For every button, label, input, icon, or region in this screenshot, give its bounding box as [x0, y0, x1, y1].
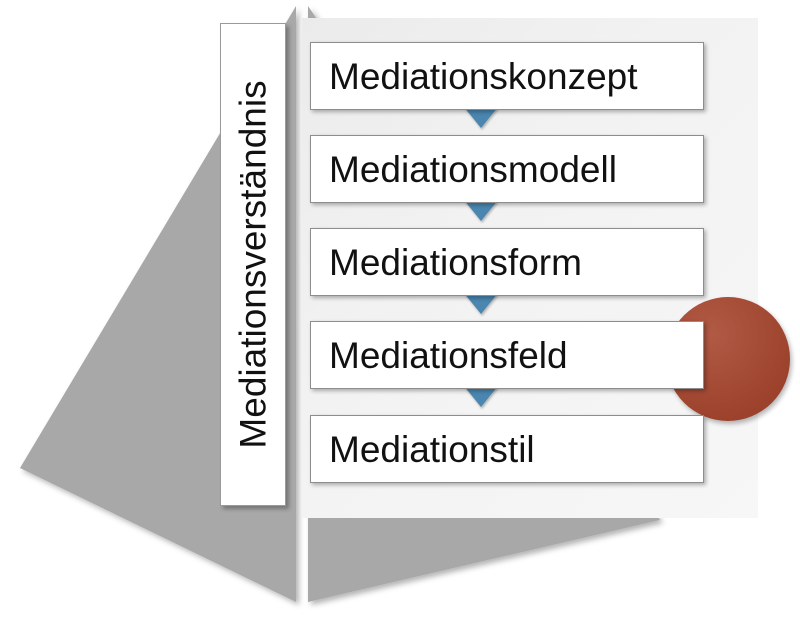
stage-label-mediationsform: Mediationsform [329, 241, 582, 283]
stage-label-mediationsmodell: Mediationsmodell [329, 148, 617, 190]
stage-box-mediationstil[interactable]: Mediationstil [310, 415, 704, 483]
stage-label-mediationskonzept: Mediationskonzept [329, 55, 638, 97]
arrow-feld-to-stil [464, 386, 498, 407]
arrow-form-to-feld [464, 293, 498, 314]
vertical-title-label: Mediationsverständnis [232, 80, 274, 449]
arrow-modell-to-form [464, 200, 498, 221]
vertical-title-plate[interactable]: Mediationsverständnis [220, 23, 286, 506]
arrow-konzept-to-modell [464, 107, 498, 128]
stage-box-mediationsfeld[interactable]: Mediationsfeld [310, 321, 704, 389]
stage-label-mediationsfeld: Mediationsfeld [329, 334, 568, 376]
stage-box-mediationsform[interactable]: Mediationsform [310, 228, 704, 296]
stage-box-mediationskonzept[interactable]: Mediationskonzept [310, 42, 704, 110]
stage-box-mediationsmodell[interactable]: Mediationsmodell [310, 135, 704, 203]
stage-label-mediationstil: Mediationstil [329, 428, 535, 470]
